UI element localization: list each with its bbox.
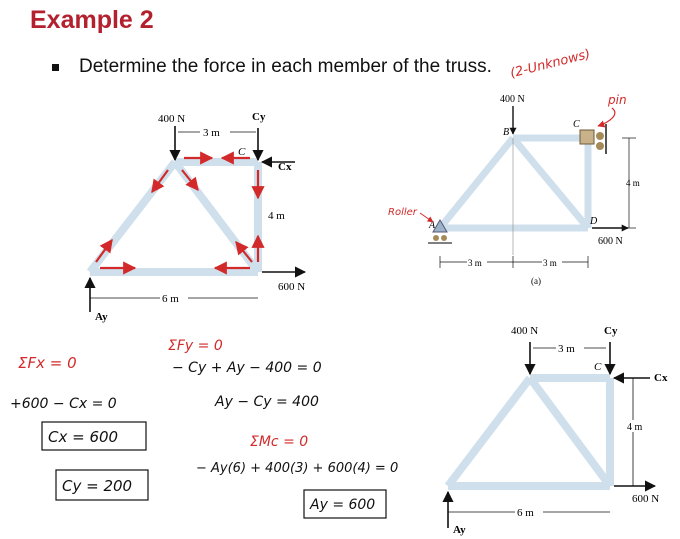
dim-label-6m-b: 6 m xyxy=(517,507,534,519)
dim-bg xyxy=(200,126,230,138)
load-label-600-b: 600 N xyxy=(632,493,659,505)
reaction-label-cx-b: Cx xyxy=(654,372,668,384)
dim-label-3m-right: 3 m xyxy=(543,258,557,268)
red-force-arrows xyxy=(95,151,265,275)
eq-fy: − Cy + Ay − 400 = 0 xyxy=(172,360,322,376)
member-ab xyxy=(437,135,516,231)
joint-label-c: C xyxy=(238,146,246,158)
reaction-label-ay: Ay xyxy=(95,311,108,323)
member-left-diagonal-b xyxy=(444,375,534,489)
pin-note: pin xyxy=(607,93,627,107)
dim-label-3m-left: 3 m xyxy=(468,258,482,268)
bullet-item: Determine the force in each member of th… xyxy=(52,56,492,78)
slide-title: Example 2 xyxy=(30,6,154,34)
load-label-400-a: 400 N xyxy=(500,94,525,105)
reaction-label-cy: Cy xyxy=(252,111,266,123)
load-label-400-b: 400 N xyxy=(511,325,538,337)
red-arrow xyxy=(95,238,113,263)
member-inner-diagonal-b xyxy=(526,375,614,489)
eq-fx: +600 − Cx = 0 xyxy=(10,396,117,412)
eq-fy2: Ay − Cy = 400 xyxy=(214,394,319,410)
box-result-ay xyxy=(303,489,387,519)
unknowns-note: (2-Unknows) xyxy=(509,47,592,81)
handwritten-equations: ΣFx = 0 +600 − Cx = 0 Cx = 600 Cy = 200 … xyxy=(10,338,398,519)
roller-support xyxy=(428,219,452,244)
reaction-label-cx: Cx xyxy=(278,161,292,173)
joint-label-a: A xyxy=(428,220,436,231)
pin-support xyxy=(579,124,607,154)
dim-label-4m-b: 4 m xyxy=(627,422,643,433)
joint-label-d: D xyxy=(589,216,598,227)
load-label-600: 600 N xyxy=(278,281,305,293)
eq-mc: − Ay(6) + 400(3) + 600(4) = 0 xyxy=(196,461,398,476)
roller-note: Roller xyxy=(388,207,418,218)
member-bd xyxy=(510,135,591,231)
eq-sum-fy: ΣFy = 0 xyxy=(168,338,223,354)
joint-label-b: B xyxy=(503,127,509,138)
joint-label-c-a: C xyxy=(573,119,580,130)
dim-label-3m: 3 m xyxy=(203,127,220,139)
bullet-text: Determine the force in each member of th… xyxy=(79,56,492,77)
box-result-cy xyxy=(55,469,149,501)
red-arrow xyxy=(181,169,199,192)
red-arrow xyxy=(151,169,169,194)
truss-left: 400 N Cy Cx C 3 m 4 m 600 N Ay 6 m xyxy=(84,111,307,323)
joint-label-c-b: C xyxy=(594,361,602,373)
load-label-600-a: 600 N xyxy=(598,236,623,247)
dim-label-6m: 6 m xyxy=(162,293,179,305)
eq-result-cy: Cy = 200 xyxy=(62,477,132,495)
box-result-cx xyxy=(41,421,147,451)
eq-result-ay: Ay = 600 xyxy=(309,497,375,513)
eq-sum-mc: ΣMc = 0 xyxy=(250,434,308,450)
figure-caption: (a) xyxy=(531,276,541,286)
reaction-label-ay-b: Ay xyxy=(453,524,466,536)
dim-label-4m: 4 m xyxy=(268,210,285,222)
truss-bottom: 400 N Cy Cx C 3 m 4 m 600 N Ay 6 m xyxy=(442,325,668,536)
truss-figure-a: 400 N B C A D 4 m 600 N 3 m 3 m (a) xyxy=(428,94,640,286)
reaction-label-cy-b: Cy xyxy=(604,325,618,337)
load-label-400: 400 N xyxy=(158,113,185,125)
eq-result-cx: Cx = 600 xyxy=(48,428,118,446)
red-arrow xyxy=(235,240,253,263)
dim-label-4m-a: 4 m xyxy=(626,178,640,188)
dim-label-3m-b: 3 m xyxy=(558,343,575,355)
eq-sum-fx: ΣFx = 0 xyxy=(18,354,77,372)
truss-left-members xyxy=(86,158,262,276)
bullet-marker xyxy=(52,63,59,71)
